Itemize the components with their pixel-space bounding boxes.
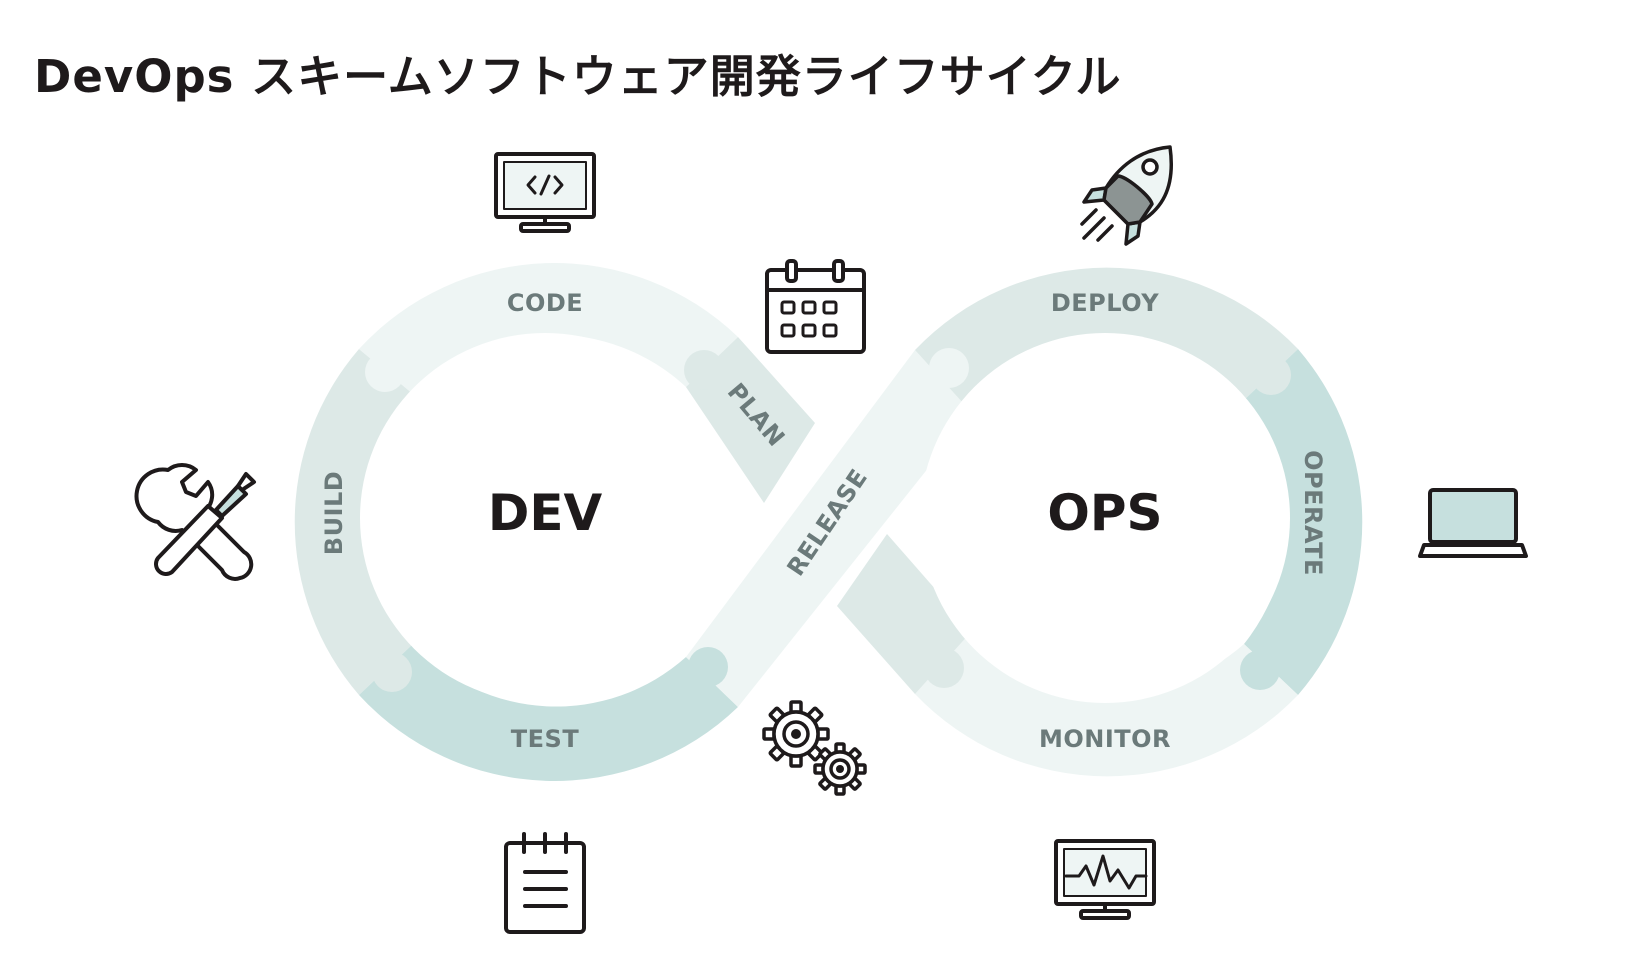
label-code: CODE bbox=[507, 289, 583, 317]
label-monitor: MONITOR bbox=[1039, 725, 1171, 753]
ops-loop-center bbox=[920, 333, 1290, 703]
puzzle-knobs bbox=[365, 348, 1291, 692]
rocket-icon bbox=[1080, 145, 1173, 246]
notepad-icon bbox=[504, 832, 586, 934]
label-test: TEST bbox=[511, 725, 580, 753]
wrench-screwdriver-icon bbox=[134, 462, 256, 581]
label-ops: OPS bbox=[1047, 484, 1162, 542]
label-operate: OPERATE bbox=[1299, 450, 1327, 576]
code-monitor-icon bbox=[494, 152, 596, 233]
laptop-icon bbox=[1418, 488, 1528, 558]
calendar-icon bbox=[765, 259, 866, 354]
label-dev: DEV bbox=[488, 484, 603, 542]
activity-monitor-icon bbox=[1054, 839, 1156, 920]
label-deploy: DEPLOY bbox=[1051, 289, 1159, 317]
page-title: DevOps スキームソフトウェア開発ライフサイクル bbox=[34, 50, 1122, 103]
segment-operate bbox=[1244, 349, 1363, 695]
dev-loop-center bbox=[360, 333, 730, 703]
label-build: BUILD bbox=[320, 471, 348, 555]
segment-release bbox=[686, 350, 972, 707]
gears-icon bbox=[762, 700, 867, 796]
